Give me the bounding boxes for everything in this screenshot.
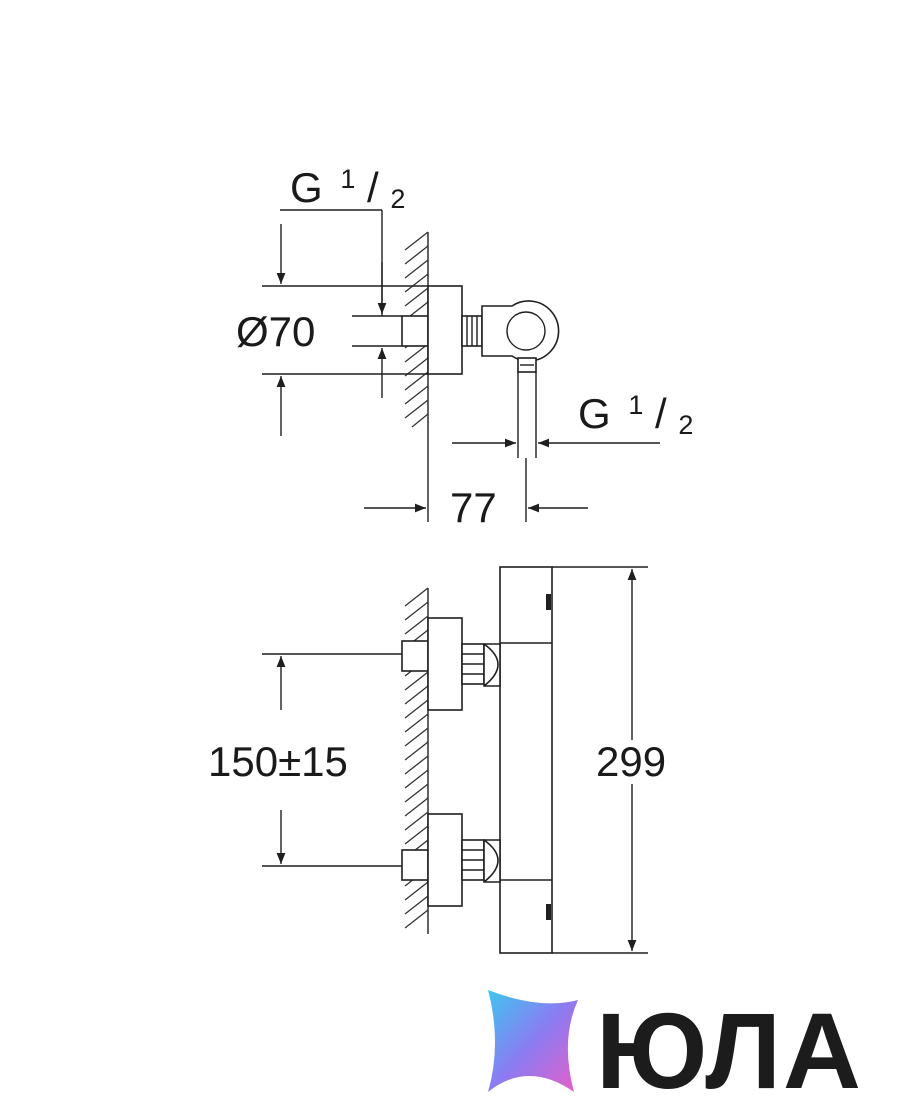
mixer-body-side	[481, 300, 560, 362]
wall-hatching-top	[404, 231, 429, 428]
upper-wall-inlet	[401, 640, 429, 672]
rosette-side	[427, 285, 463, 375]
lower-s-connector	[483, 839, 501, 883]
front-view: 150±15 299	[208, 566, 670, 954]
wall-inlet-stub	[401, 315, 429, 347]
yula-logo: ЮЛА	[488, 990, 863, 1100]
lower-rosette	[427, 813, 463, 907]
side-view: G 1 / 2 Ø70 G 1 / 2 77	[236, 150, 693, 531]
logo-text: ЮЛА	[596, 990, 863, 1100]
outlet-thread-label: G 1 / 2	[578, 376, 693, 440]
top-thread-label: G 1 / 2	[290, 150, 405, 214]
handle-mark-bottom	[546, 904, 551, 920]
height-label: 299	[596, 738, 666, 785]
depth-label: 77	[450, 484, 497, 531]
logo-star-icon	[488, 990, 578, 1092]
upper-rosette	[427, 617, 463, 711]
handle-mark-top	[546, 594, 551, 610]
mixer-body-front	[499, 566, 553, 954]
diameter-label: Ø70	[236, 308, 315, 355]
upper-s-connector	[483, 643, 501, 687]
spacing-label: 150±15	[208, 738, 348, 785]
lower-wall-inlet	[401, 849, 429, 881]
